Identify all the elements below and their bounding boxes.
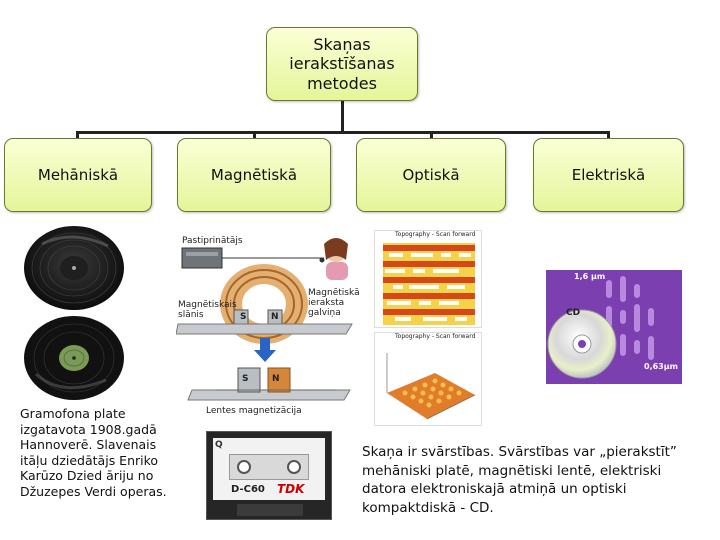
root-node: Skaņas ierakstīšanas metodes bbox=[266, 27, 418, 101]
vinyl-record-image bbox=[24, 226, 124, 310]
topography-caption: Topography - Scan forward bbox=[395, 333, 476, 340]
node-label: Elektriskā bbox=[571, 166, 646, 184]
optical-topography-image: Topography - Scan forward bbox=[374, 230, 482, 328]
topography-stripes bbox=[383, 243, 475, 325]
node-mechanical: Mehāniskā bbox=[4, 138, 152, 212]
cd-label: CD bbox=[566, 308, 581, 318]
node-optical: Optiskā bbox=[356, 138, 506, 212]
reel-right-icon bbox=[287, 460, 301, 474]
root-label: Skaņas ierakstīšanas metodes bbox=[289, 35, 395, 93]
drop-connector bbox=[430, 131, 433, 139]
amplifier-label: Pastiprinātājs bbox=[182, 236, 243, 246]
tdk-logo: TDK bbox=[277, 482, 305, 496]
cassette-tape-image: Q D-C60 TDK bbox=[206, 431, 332, 520]
gramophone-record-image bbox=[24, 316, 124, 400]
root-connector bbox=[341, 101, 344, 133]
node-label: Mehāniskā bbox=[37, 166, 119, 184]
cassette-label: Q bbox=[215, 440, 223, 450]
magnetic-head-label: Magnētiskā ieraksta galviņa bbox=[308, 288, 360, 318]
pole-s-label: S bbox=[240, 312, 247, 322]
drop-connector bbox=[76, 131, 79, 139]
magnetic-layer-label: Magnētiskais slānis bbox=[178, 300, 237, 320]
node-electric: Elektriskā bbox=[533, 138, 684, 212]
node-label: Optiskā bbox=[402, 166, 460, 184]
pole-s-label: S bbox=[242, 374, 249, 384]
d60-label: D-C60 bbox=[231, 484, 265, 495]
reel-left-icon bbox=[237, 460, 251, 474]
node-magnetic: Magnētiskā bbox=[177, 138, 331, 212]
pole-n-label: N bbox=[272, 374, 280, 384]
optical-3d-surface-image: Topography - Scan forward bbox=[374, 332, 482, 426]
topography-caption: Topography - Scan forward bbox=[395, 231, 476, 238]
cassette-bottom bbox=[237, 504, 303, 516]
drop-connector bbox=[607, 131, 610, 139]
magnetic-recording-image: Pastiprinātājs Magnētiskais slānis Magnē… bbox=[175, 230, 360, 420]
compact-disc-image bbox=[547, 309, 617, 379]
track-pitch-label: 1,6 μm bbox=[574, 272, 606, 281]
magnetic-head-diagram bbox=[175, 238, 353, 401]
drop-connector bbox=[253, 131, 256, 139]
pit-width-label: 0,63μm bbox=[644, 362, 678, 371]
gramophone-description: Gramofona plate izgatavota 1908.gadā Han… bbox=[20, 406, 167, 499]
node-label: Magnētiskā bbox=[210, 166, 298, 184]
sound-recording-description: Skaņa ir svārstības. Svārstības var „pie… bbox=[362, 444, 677, 516]
branch-connector bbox=[76, 131, 610, 134]
pole-n-label: N bbox=[271, 312, 279, 322]
tape-magnetization-label: Lentes magnetizācija bbox=[206, 406, 302, 416]
surface-plot bbox=[386, 353, 476, 420]
